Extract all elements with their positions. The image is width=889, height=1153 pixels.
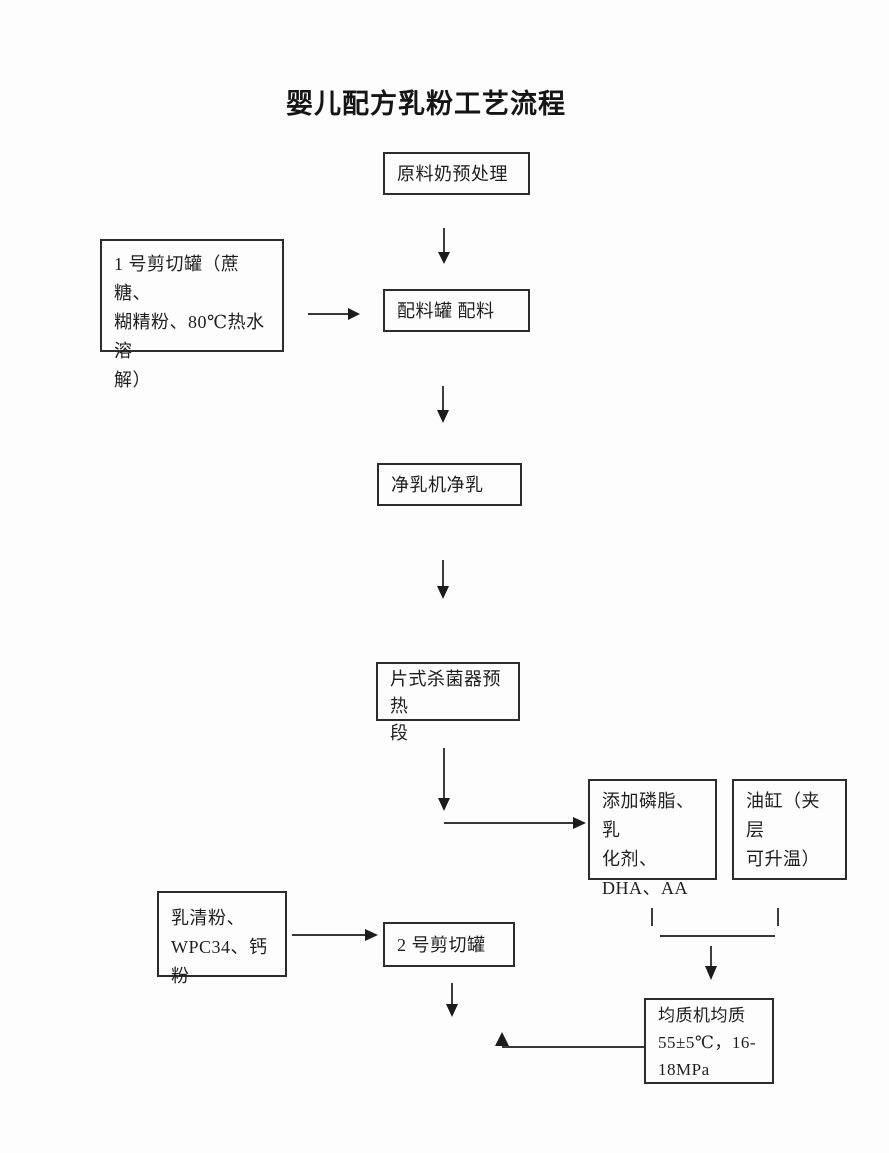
flow-node-raw-milk-pretreatment: 原料奶预处理 <box>383 152 530 195</box>
arrow-mixing-to-clarifier <box>437 386 449 423</box>
arrow-clarifier-to-preheater <box>437 560 449 599</box>
arrow-into-additives <box>444 817 586 829</box>
flow-node-shear-tank-2: 2 号剪切罐 <box>383 922 515 967</box>
arrow-merge-to-homogenizer <box>705 946 717 980</box>
flow-node-mixing-tank: 配料罐 配料 <box>383 289 530 332</box>
arrow-preheater-down <box>438 748 450 811</box>
flow-node-homogenizer: 均质机均质 55±5℃，16- 18MPa <box>644 998 774 1084</box>
arrow-shear1-to-mixing <box>308 308 360 320</box>
flow-node-additives: 添加磷脂、乳 化剂、 DHA、AA <box>588 779 717 898</box>
flow-node-whey-powder: 乳清粉、 WPC34、钙粉 <box>157 891 287 986</box>
arrow-raw-milk-to-mixing <box>438 228 450 264</box>
arrow-homogenizer-left-up <box>495 1032 644 1048</box>
flow-node-milk-clarifier: 净乳机净乳 <box>377 463 522 506</box>
arrow-shear2-down <box>446 983 458 1017</box>
flow-node-oil-tank: 油缸（夹层 可升温） <box>732 779 847 880</box>
arrow-whey-to-shear2 <box>292 929 378 941</box>
page-title: 婴儿配方乳粉工艺流程 <box>286 89 566 119</box>
merge-bar <box>651 908 779 937</box>
flow-node-plate-sterilizer-preheat: 片式杀菌器预热 段 <box>376 662 520 743</box>
flow-node-shear-tank-1: 1 号剪切罐（蔗糖、 糊精粉、80℃热水溶 解） <box>100 239 284 390</box>
